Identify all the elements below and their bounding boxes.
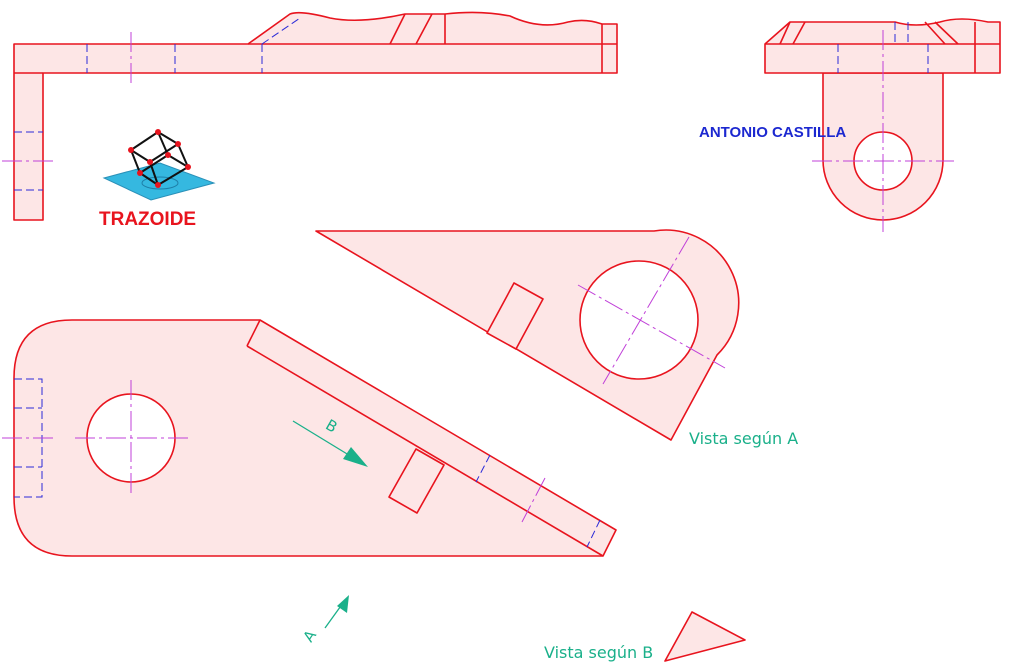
- wireframe-cube-on-plane-icon: [102, 129, 216, 201]
- view-b-label: Vista según B: [544, 643, 653, 662]
- bottom-left-slot: [388, 448, 445, 514]
- logo-text: TRAZOIDE: [99, 209, 196, 230]
- view-b: [664, 611, 746, 662]
- view-a-label: Vista según A: [689, 429, 798, 448]
- view-a-slot: [486, 282, 544, 350]
- top-left-bar: [13, 11, 618, 221]
- trazoide-logo: TRAZOIDE: [99, 129, 216, 230]
- bottom-left-outline: [13, 319, 617, 557]
- author-name: ANTONIO CASTILLA: [699, 124, 846, 141]
- view-a: [315, 229, 740, 441]
- arrow-a-letter: A: [299, 626, 320, 645]
- arrow-a: A: [299, 595, 349, 645]
- bottom-left-view: [2, 319, 617, 557]
- view-b-outline: [664, 611, 746, 662]
- top-left-view: [2, 11, 618, 221]
- top-right-view: [764, 18, 1001, 232]
